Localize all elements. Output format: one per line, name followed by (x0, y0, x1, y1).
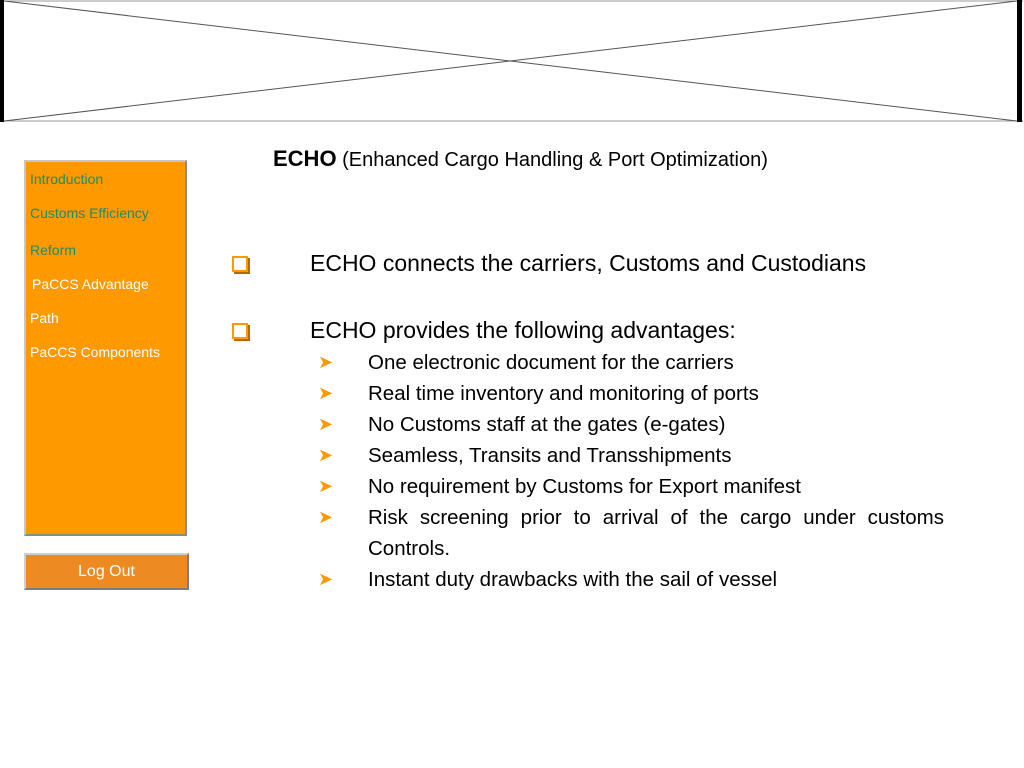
sub-bullet-text: Real time inventory and monitoring of po… (368, 382, 759, 405)
bullet-item: ECHO connects the carriers, Customs and … (232, 247, 944, 315)
sidebar-item-paccs-advantage[interactable]: PaCCS Advantage (32, 276, 149, 292)
sub-bullet-text: Risk screening prior to arrival of the c… (368, 506, 944, 560)
banner-image-placeholder (0, 0, 1024, 124)
sidebar-nav: Introduction Customs Efficiency Reform P… (24, 160, 187, 536)
sidebar-item-customs-efficiency[interactable]: Customs Efficiency (30, 205, 149, 221)
arrowhead-icon: ➤ (318, 476, 334, 496)
arrowhead-icon: ➤ (318, 383, 334, 403)
sidebar-item-introduction[interactable]: Introduction (30, 171, 104, 187)
sidebar-item-reform[interactable]: Reform (30, 242, 76, 258)
sub-bullet-text: Instant duty drawbacks with the sail of … (368, 568, 778, 591)
arrowhead-icon: ➤ (318, 352, 334, 372)
logout-button[interactable]: Log Out (24, 553, 189, 590)
arrowhead-icon: ➤ (318, 569, 334, 589)
arrowhead-icon: ➤ (318, 445, 334, 465)
sub-bullet-text: One electronic document for the carriers (368, 351, 734, 374)
bullet-text: ECHO provides the following advantages: (310, 317, 736, 343)
broken-image-icon (0, 0, 1024, 124)
title-acronym: ECHO (273, 146, 337, 171)
bullet-item: ECHO provides the following advantages: (232, 314, 944, 348)
square-checkbox-icon (232, 247, 248, 278)
sidebar-item-path[interactable]: Path (30, 310, 59, 326)
arrowhead-icon: ➤ (318, 507, 334, 527)
title-expansion: (Enhanced Cargo Handling & Port Optimiza… (342, 149, 768, 171)
page-title: ECHO (Enhanced Cargo Handling & Port Opt… (273, 146, 768, 172)
sidebar-item-paccs-components[interactable]: PaCCS Components (30, 344, 160, 360)
sub-bullet-text: No Customs staff at the gates (e-gates) (368, 413, 726, 436)
sub-bullet-text: No requirement by Customs for Export man… (368, 475, 801, 498)
arrowhead-icon: ➤ (318, 414, 334, 434)
sub-bullet-text: Seamless, Transits and Transshipments (368, 444, 732, 467)
bullet-text: ECHO connects the carriers, Customs and … (310, 250, 867, 276)
square-checkbox-icon (232, 314, 248, 345)
